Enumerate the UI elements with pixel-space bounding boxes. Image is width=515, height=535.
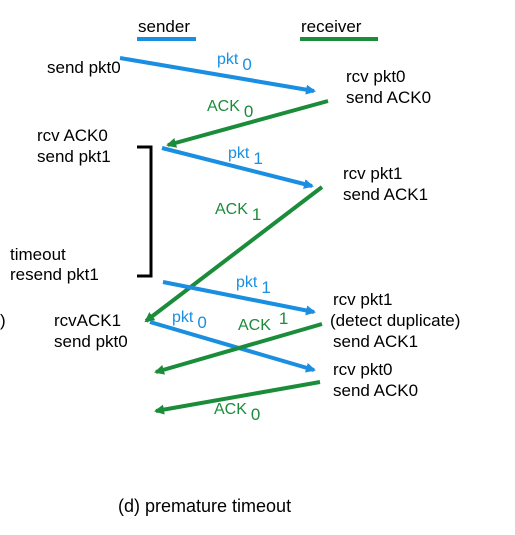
arrow-pkt1-resend: [162, 280, 316, 316]
receiver-rcv-pkt1: rcv pkt1: [343, 164, 403, 183]
caption: (d) premature timeout: [118, 496, 291, 516]
sender-rcvack1: rcvACK1: [54, 311, 121, 330]
receiver-detect-duplicate: (detect duplicate): [330, 311, 460, 330]
receiver-send-ack1: send ACK1: [343, 185, 428, 204]
sender-send-pkt0-again: send pkt0: [54, 332, 128, 351]
edge-mark: ): [0, 311, 6, 330]
arrow-ack0: [166, 99, 329, 148]
receiver-send-ack0: send ACK0: [346, 88, 431, 107]
sender-send-pkt0: send pkt0: [47, 58, 121, 77]
sender-send-pkt1: send pkt1: [37, 147, 111, 166]
receiver-rcv-pkt0-again: rcv pkt0: [333, 360, 393, 379]
arrow-pkt1: [161, 146, 314, 189]
legend-sender-label: sender: [138, 17, 190, 36]
arrow-pkt0: [119, 56, 316, 95]
sender-resend-pkt1: resend pkt1: [10, 265, 99, 284]
receiver-rcv-pkt1-again: rcv pkt1: [333, 290, 393, 309]
arrow-pkt0-second: [149, 320, 316, 373]
sender-rcv-ack0: rcv ACK0: [37, 126, 108, 145]
arrow-ack0-second: [154, 380, 321, 415]
arrow-ack1: [144, 185, 324, 323]
legend-receiver-label: receiver: [301, 17, 362, 36]
receiver-send-ack1-again: send ACK1: [333, 332, 418, 351]
receiver-send-ack0-again: send ACK0: [333, 381, 418, 400]
receiver-rcv-pkt0: rcv pkt0: [346, 67, 406, 86]
timeout-bracket: [137, 145, 153, 278]
arrow-ack1-duplicate: [154, 322, 323, 375]
sender-timeout: timeout: [10, 245, 66, 264]
